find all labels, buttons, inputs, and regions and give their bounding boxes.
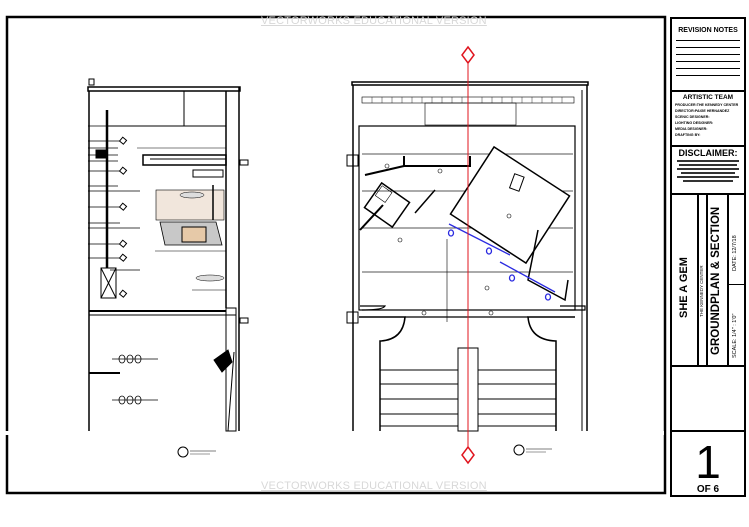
team-director: DIRECTOR:PAIGE HERNANDEZ [675, 109, 730, 113]
disclaimer: DISCLAIMER: [672, 147, 744, 195]
section-callout [177, 446, 216, 458]
sheet-number: 1 [695, 436, 721, 488]
sheet-border [5, 15, 667, 495]
centerline [461, 45, 475, 465]
date: DATE: 12/7/18 [732, 235, 738, 271]
artistic-team-title: ARTISTIC TEAM [682, 94, 734, 101]
section-break [0, 431, 664, 435]
centerline-marker-bottom [461, 445, 475, 465]
groundplan-callout [513, 444, 552, 456]
wall-unit [100, 267, 117, 299]
drawing-info: SHE A GEM THE KENNEDY CENTER GROUNDPLAN … [672, 195, 746, 367]
title-block: REVISION NOTES ARTISTIC TEAM PRODUCER:TH… [670, 17, 746, 497]
revision-notes: REVISION NOTES [672, 19, 744, 92]
team-scenic: SCENIC DESIGNER: [675, 115, 710, 119]
blank-cell [672, 367, 744, 432]
disclaimer-title: DISCLAIMER: [678, 148, 738, 158]
revision-notes-title: REVISION NOTES [678, 27, 738, 34]
team-lighting: LIGHTING DESIGNER: [675, 121, 714, 125]
rotated-platform [449, 145, 571, 265]
watermark-bottom: VECTORWORKS EDUCATIONAL VERSION [261, 480, 487, 492]
venue: THE KENNEDY CENTER [699, 265, 704, 317]
lighting-instruments [118, 136, 128, 298]
centerline-marker-top [461, 45, 475, 65]
team-media: MEDIA DESIGNER: [675, 127, 708, 131]
disclaimer-text [675, 160, 741, 182]
drawing-title: GROUNDPLAN & SECTION [710, 206, 722, 355]
team-drafting: DRAFTING BY: [675, 133, 701, 137]
seating-rows [380, 347, 556, 432]
team-producer: PRODUCER:THE KENNEDY CENTER [675, 103, 739, 107]
sheet-number-block: 1 OF 6 [672, 432, 744, 495]
show-title: SHE A GEM [678, 257, 690, 318]
scale: SCALE: 1/4" : 1'0" [732, 313, 738, 358]
groundplan-view [346, 81, 589, 456]
watermark-top: VECTORWORKS EDUCATIONAL VERSION [261, 15, 487, 27]
sheet-of: OF 6 [696, 484, 720, 495]
artistic-team: ARTISTIC TEAM PRODUCER:THE KENNEDY CENTE… [672, 92, 744, 147]
lighting-positions [447, 223, 556, 301]
section-view [87, 78, 249, 458]
